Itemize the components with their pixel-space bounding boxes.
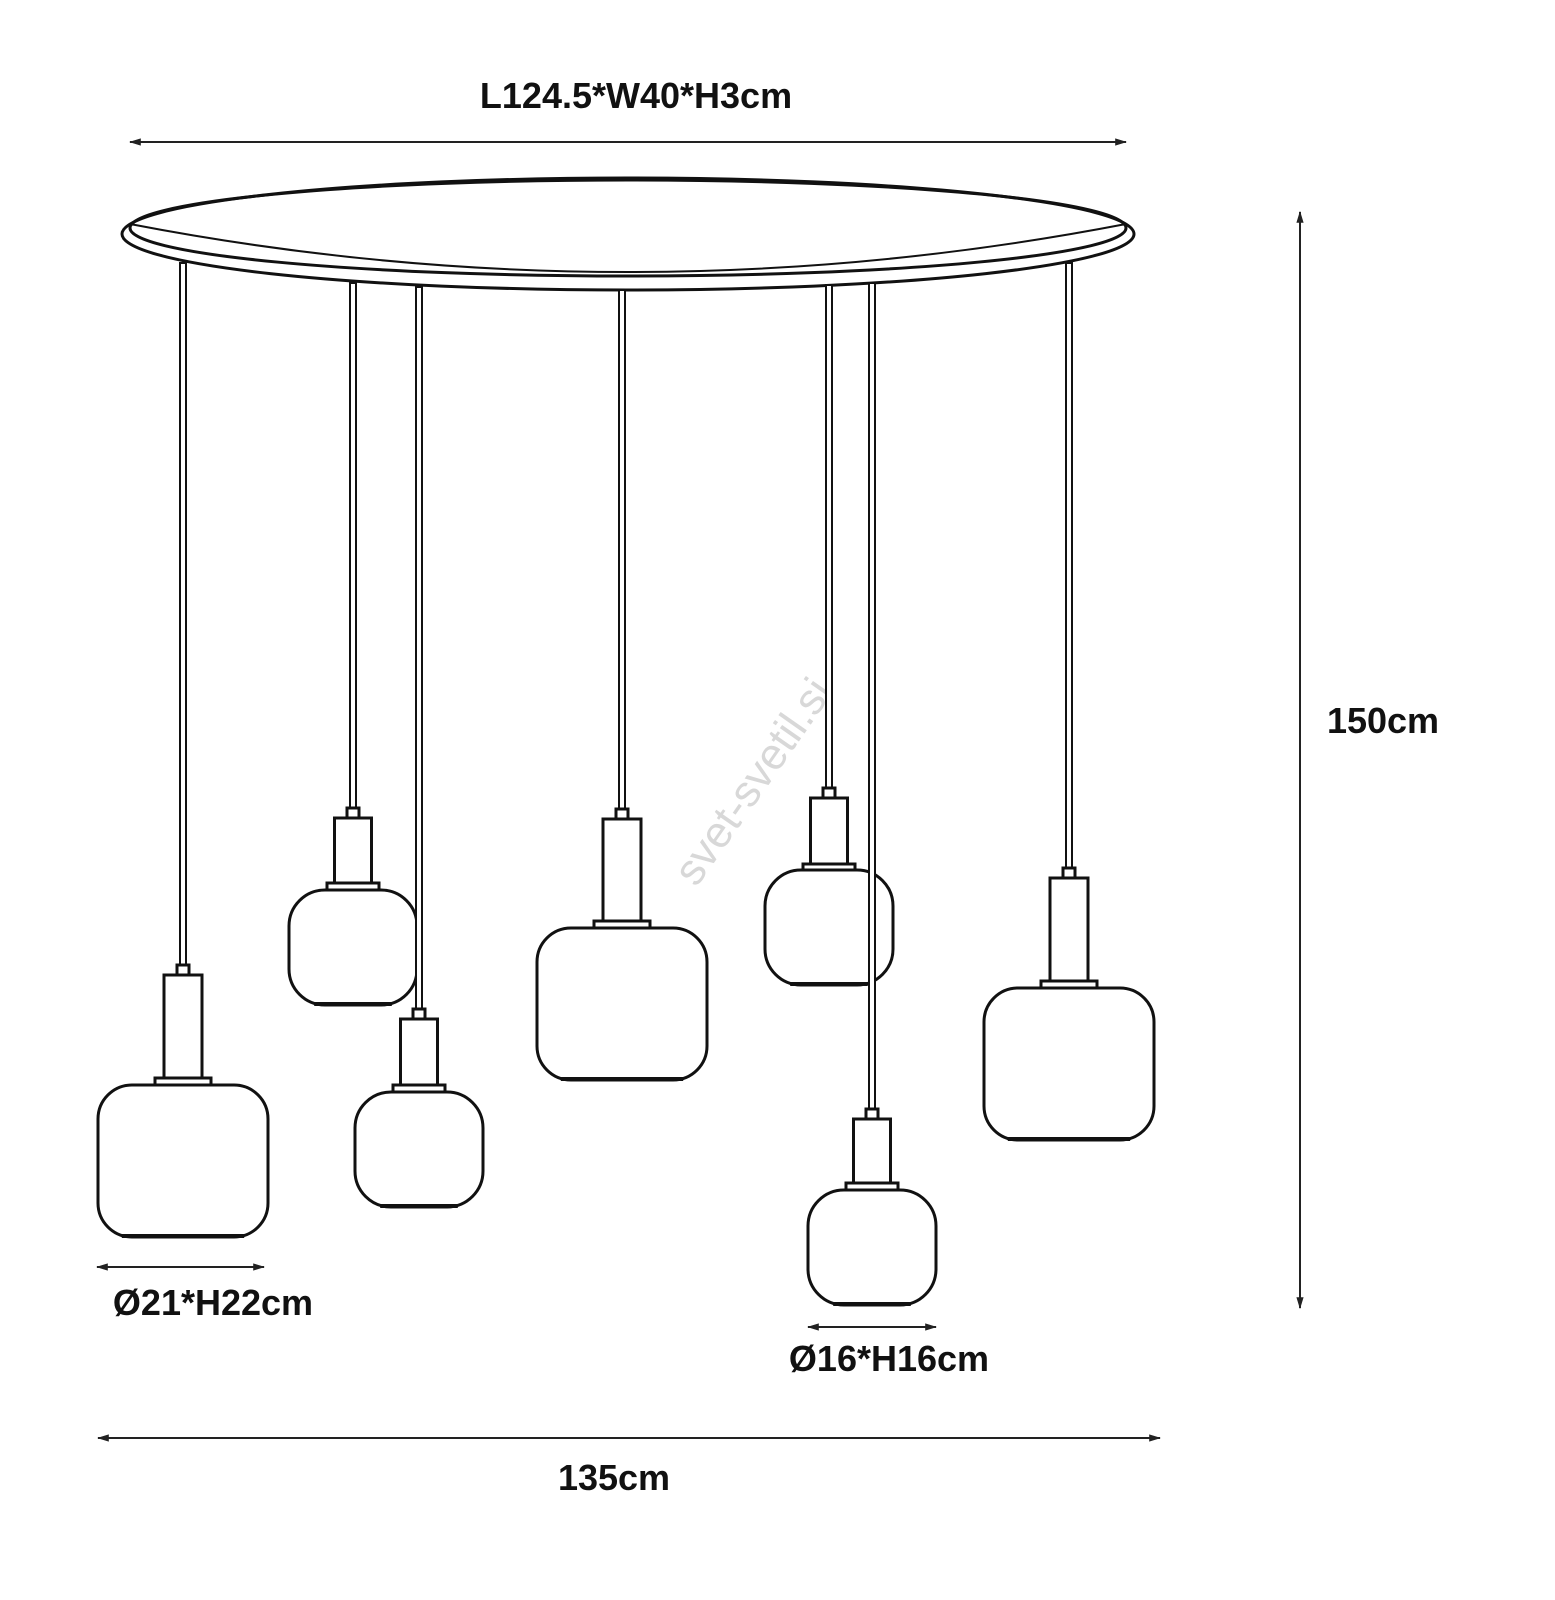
canopy-ring bbox=[120, 176, 1136, 292]
cord bbox=[618, 289, 626, 810]
socket bbox=[809, 796, 849, 866]
large-shade-dimension-label: Ø21*H22cm bbox=[113, 1282, 313, 1323]
small-shade-dimension-label: Ø16*H16cm bbox=[789, 1338, 989, 1379]
pendant-7 bbox=[982, 262, 1156, 1142]
cord bbox=[868, 282, 876, 1110]
pendant-2 bbox=[287, 282, 419, 1007]
glass-shade bbox=[535, 926, 709, 1082]
cord bbox=[349, 282, 357, 809]
socket bbox=[162, 973, 204, 1080]
cord bbox=[415, 286, 423, 1010]
pendant-1 bbox=[96, 262, 270, 1239]
pendant-4 bbox=[535, 289, 709, 1082]
pendant-3 bbox=[353, 286, 485, 1209]
glass-shade bbox=[287, 888, 419, 1007]
cord bbox=[1065, 262, 1073, 869]
canopy-dimension-label: L124.5*W40*H3cm bbox=[480, 75, 792, 116]
glass-shade bbox=[353, 1090, 485, 1209]
glass-shade bbox=[982, 986, 1156, 1142]
pendant-5 bbox=[763, 284, 895, 987]
socket bbox=[852, 1117, 892, 1185]
socket bbox=[333, 816, 373, 885]
socket bbox=[601, 817, 643, 923]
socket bbox=[1048, 876, 1090, 983]
pendant-6 bbox=[806, 282, 938, 1307]
socket bbox=[399, 1017, 439, 1087]
pendants bbox=[96, 262, 1156, 1307]
width-dimension-label: 135cm bbox=[558, 1457, 670, 1498]
cord bbox=[179, 262, 187, 966]
glass-shade bbox=[806, 1188, 938, 1307]
height-dimension-label: 150cm bbox=[1327, 700, 1439, 741]
glass-shade bbox=[96, 1083, 270, 1239]
cord bbox=[825, 284, 833, 789]
